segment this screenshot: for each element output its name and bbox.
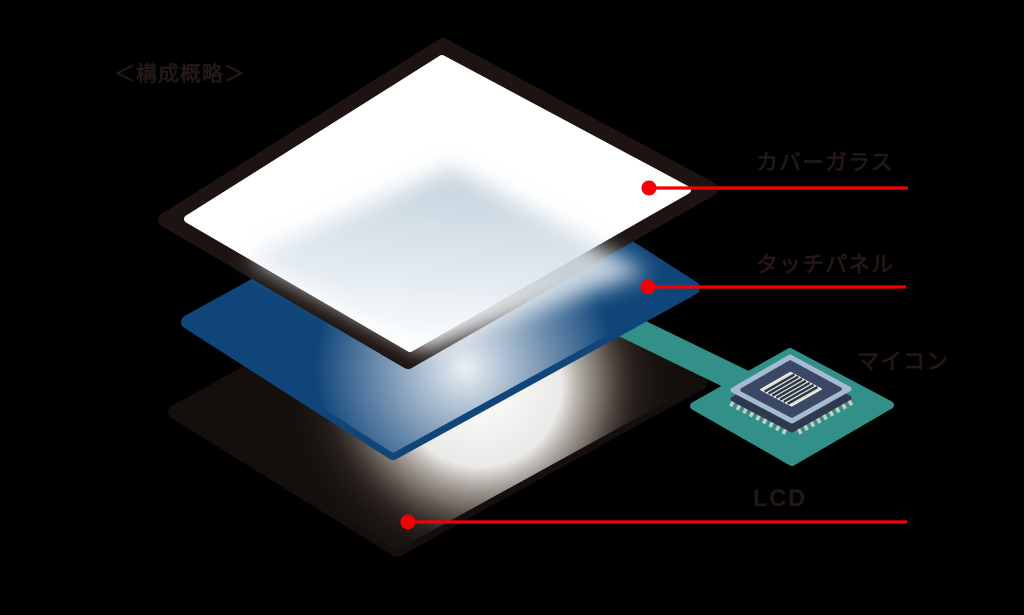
die-stripe: [779, 381, 811, 401]
leader-cover-glass: [641, 180, 908, 196]
mcu-chip: [729, 354, 854, 435]
label-lcd: LCD: [753, 485, 807, 512]
label-cover-glass: カバーガラス: [756, 150, 894, 175]
chip-die-stripes: [764, 373, 818, 405]
cover-glass-layer: [158, 38, 718, 369]
die-stripe: [771, 377, 803, 397]
die-stripe: [767, 375, 799, 395]
glass-reflection: [248, 168, 648, 350]
leader-dot-touch-panel: [640, 279, 656, 295]
leader-lcd: [400, 514, 907, 530]
die-stripe: [764, 373, 795, 393]
page-title: ＜構成概略＞: [114, 63, 246, 86]
die-stripe: [783, 383, 815, 403]
leader-dot-lcd: [400, 514, 416, 530]
label-touch-panel: タッチパネル: [756, 252, 895, 277]
label-mcu: マイコン: [857, 349, 950, 374]
die-stripe: [775, 379, 807, 399]
leader-touch-panel: [640, 279, 906, 295]
die-stripe: [787, 385, 818, 405]
leader-dot-cover-glass: [641, 180, 657, 196]
